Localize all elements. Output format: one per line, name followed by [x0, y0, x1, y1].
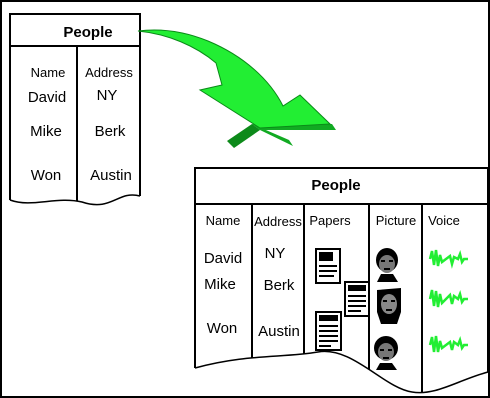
- small-table-title: People: [63, 24, 112, 41]
- waveform-icon: [428, 249, 468, 269]
- small-row-name: David: [28, 89, 66, 106]
- large-row-address: Berk: [264, 277, 295, 294]
- small-row-name: Won: [31, 167, 62, 184]
- large-row-name: Won: [207, 320, 238, 337]
- face-portrait-icon: [376, 248, 398, 282]
- small-people-table: People Name Address David NY Mike Berk W…: [9, 13, 141, 206]
- document-icon: [344, 281, 370, 317]
- 3d-curved-arrow-icon: [137, 29, 336, 148]
- small-col-address: Address: [85, 65, 133, 80]
- large-col-papers: Papers: [309, 213, 351, 228]
- small-row-address: Berk: [95, 123, 126, 140]
- large-row-name: David: [204, 250, 242, 267]
- large-col-address: Address: [254, 214, 302, 229]
- small-row-name: Mike: [30, 123, 62, 140]
- waveform-icon: [428, 335, 468, 353]
- small-col-name: Name: [31, 65, 66, 80]
- large-col-voice: Voice: [428, 213, 460, 228]
- large-col-picture: Picture: [376, 213, 416, 228]
- large-row-address: NY: [265, 245, 286, 262]
- document-icon: [315, 311, 342, 351]
- face-portrait-icon: [377, 288, 401, 324]
- large-row-address: Austin: [258, 323, 300, 340]
- waveform-icon: [428, 289, 468, 308]
- small-row-address: NY: [97, 87, 118, 104]
- large-row-name: Mike: [204, 276, 236, 293]
- face-portrait-icon: [374, 336, 398, 370]
- large-col-name: Name: [206, 213, 241, 228]
- small-row-address: Austin: [90, 167, 132, 184]
- large-people-table: People Name Address Papers Picture Voice…: [194, 167, 489, 394]
- large-table-title: People: [311, 177, 360, 194]
- document-icon: [315, 248, 341, 284]
